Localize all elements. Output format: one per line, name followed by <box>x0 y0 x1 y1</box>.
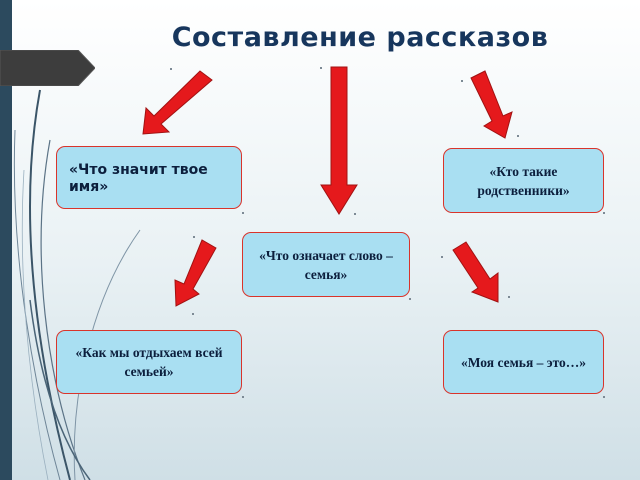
marker-dot <box>461 80 463 82</box>
marker-dot <box>517 135 519 137</box>
marker-dot <box>193 236 195 238</box>
arrow-down-left-bottom <box>174 239 217 307</box>
arrow-down-left-top <box>142 70 213 135</box>
topic-label-relatives: «Кто такие родственники» <box>477 163 570 198</box>
marker-dot <box>320 67 322 69</box>
sidebar-strip <box>0 0 12 480</box>
marker-dot <box>242 396 244 398</box>
marker-dot <box>242 212 244 214</box>
marker-dot <box>192 313 194 315</box>
topic-box-family-word: «Что означает слово – семья» <box>242 232 410 297</box>
marker-dot <box>441 256 443 258</box>
topic-label-family-rest: «Как мы отдыхаем всей семьей» <box>75 345 223 379</box>
marker-dot <box>603 212 605 214</box>
marker-dot <box>603 396 605 398</box>
page-title: Составление рассказов <box>171 22 549 53</box>
topic-label-name-meaning: «Что значит твое имя» <box>69 162 208 195</box>
topic-box-name-meaning: «Что значит твое имя» <box>56 146 242 209</box>
topic-box-family-rest: «Как мы отдыхаем всей семьей» <box>56 330 242 394</box>
marker-dot <box>354 213 356 215</box>
arrow-down-right-bottom <box>452 241 499 303</box>
marker-dot <box>409 298 411 300</box>
topic-label-my-family: «Моя семья – это…» <box>460 354 587 370</box>
topic-label-family-word: «Что означает слово – семья» <box>259 247 393 282</box>
topic-box-relatives: «Кто такие родственники» <box>443 148 604 213</box>
marker-dot <box>170 68 172 70</box>
arrow-down-right-top <box>470 70 513 139</box>
topic-box-my-family: «Моя семья – это…» <box>443 330 604 394</box>
tab-shape <box>0 50 95 86</box>
marker-dot <box>508 296 510 298</box>
arrow-down-center <box>320 66 358 215</box>
